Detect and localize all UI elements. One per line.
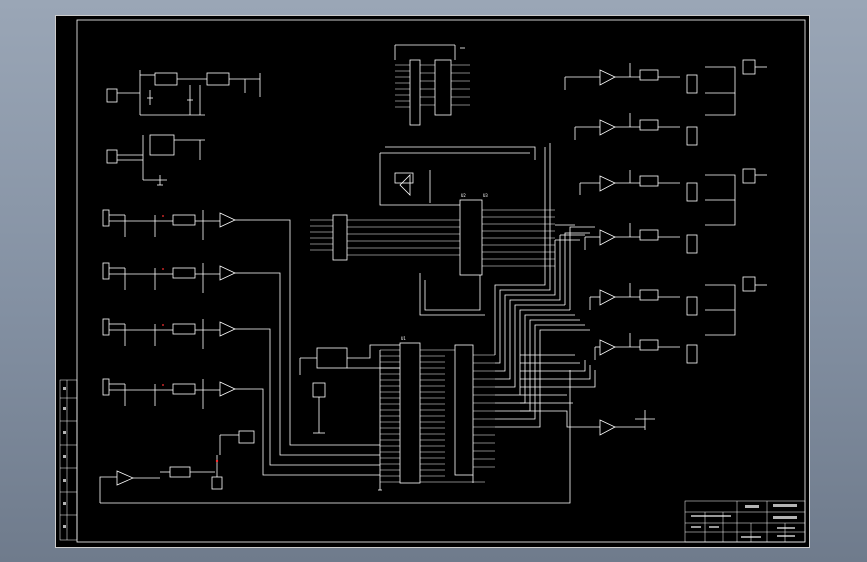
latch-u2: U2 — [310, 146, 555, 276]
relay-drivers — [564, 59, 767, 436]
schematic-drawing: U1 — [55, 15, 810, 548]
reset-crystal-circuit — [299, 344, 400, 434]
left-margin-table — [59, 379, 78, 541]
outer-frame — [55, 15, 810, 548]
title-block — [684, 500, 806, 543]
sensor-channel-1 — [102, 209, 250, 240]
designator-markers — [162, 215, 219, 463]
extra-nets — [378, 354, 596, 491]
power-supply-2 — [106, 134, 205, 186]
sensor-channel-3 — [102, 318, 250, 349]
channel-routes — [250, 219, 380, 476]
inner-frame — [76, 19, 806, 543]
mcu-ref: U1 — [401, 336, 406, 341]
sensor-channel-4 — [102, 378, 250, 409]
power-supply-1 — [106, 70, 261, 116]
schematic-sheet: U1 — [55, 15, 810, 548]
data-bus — [419, 143, 595, 428]
mcu-u1: U1 — [379, 336, 495, 490]
bottom-left-channel — [99, 370, 571, 504]
top-ic-connector — [394, 44, 470, 126]
latch-ref: U2 — [461, 193, 466, 198]
sensor-channel-2 — [102, 262, 250, 293]
decoder-ref: U3 — [483, 193, 488, 198]
